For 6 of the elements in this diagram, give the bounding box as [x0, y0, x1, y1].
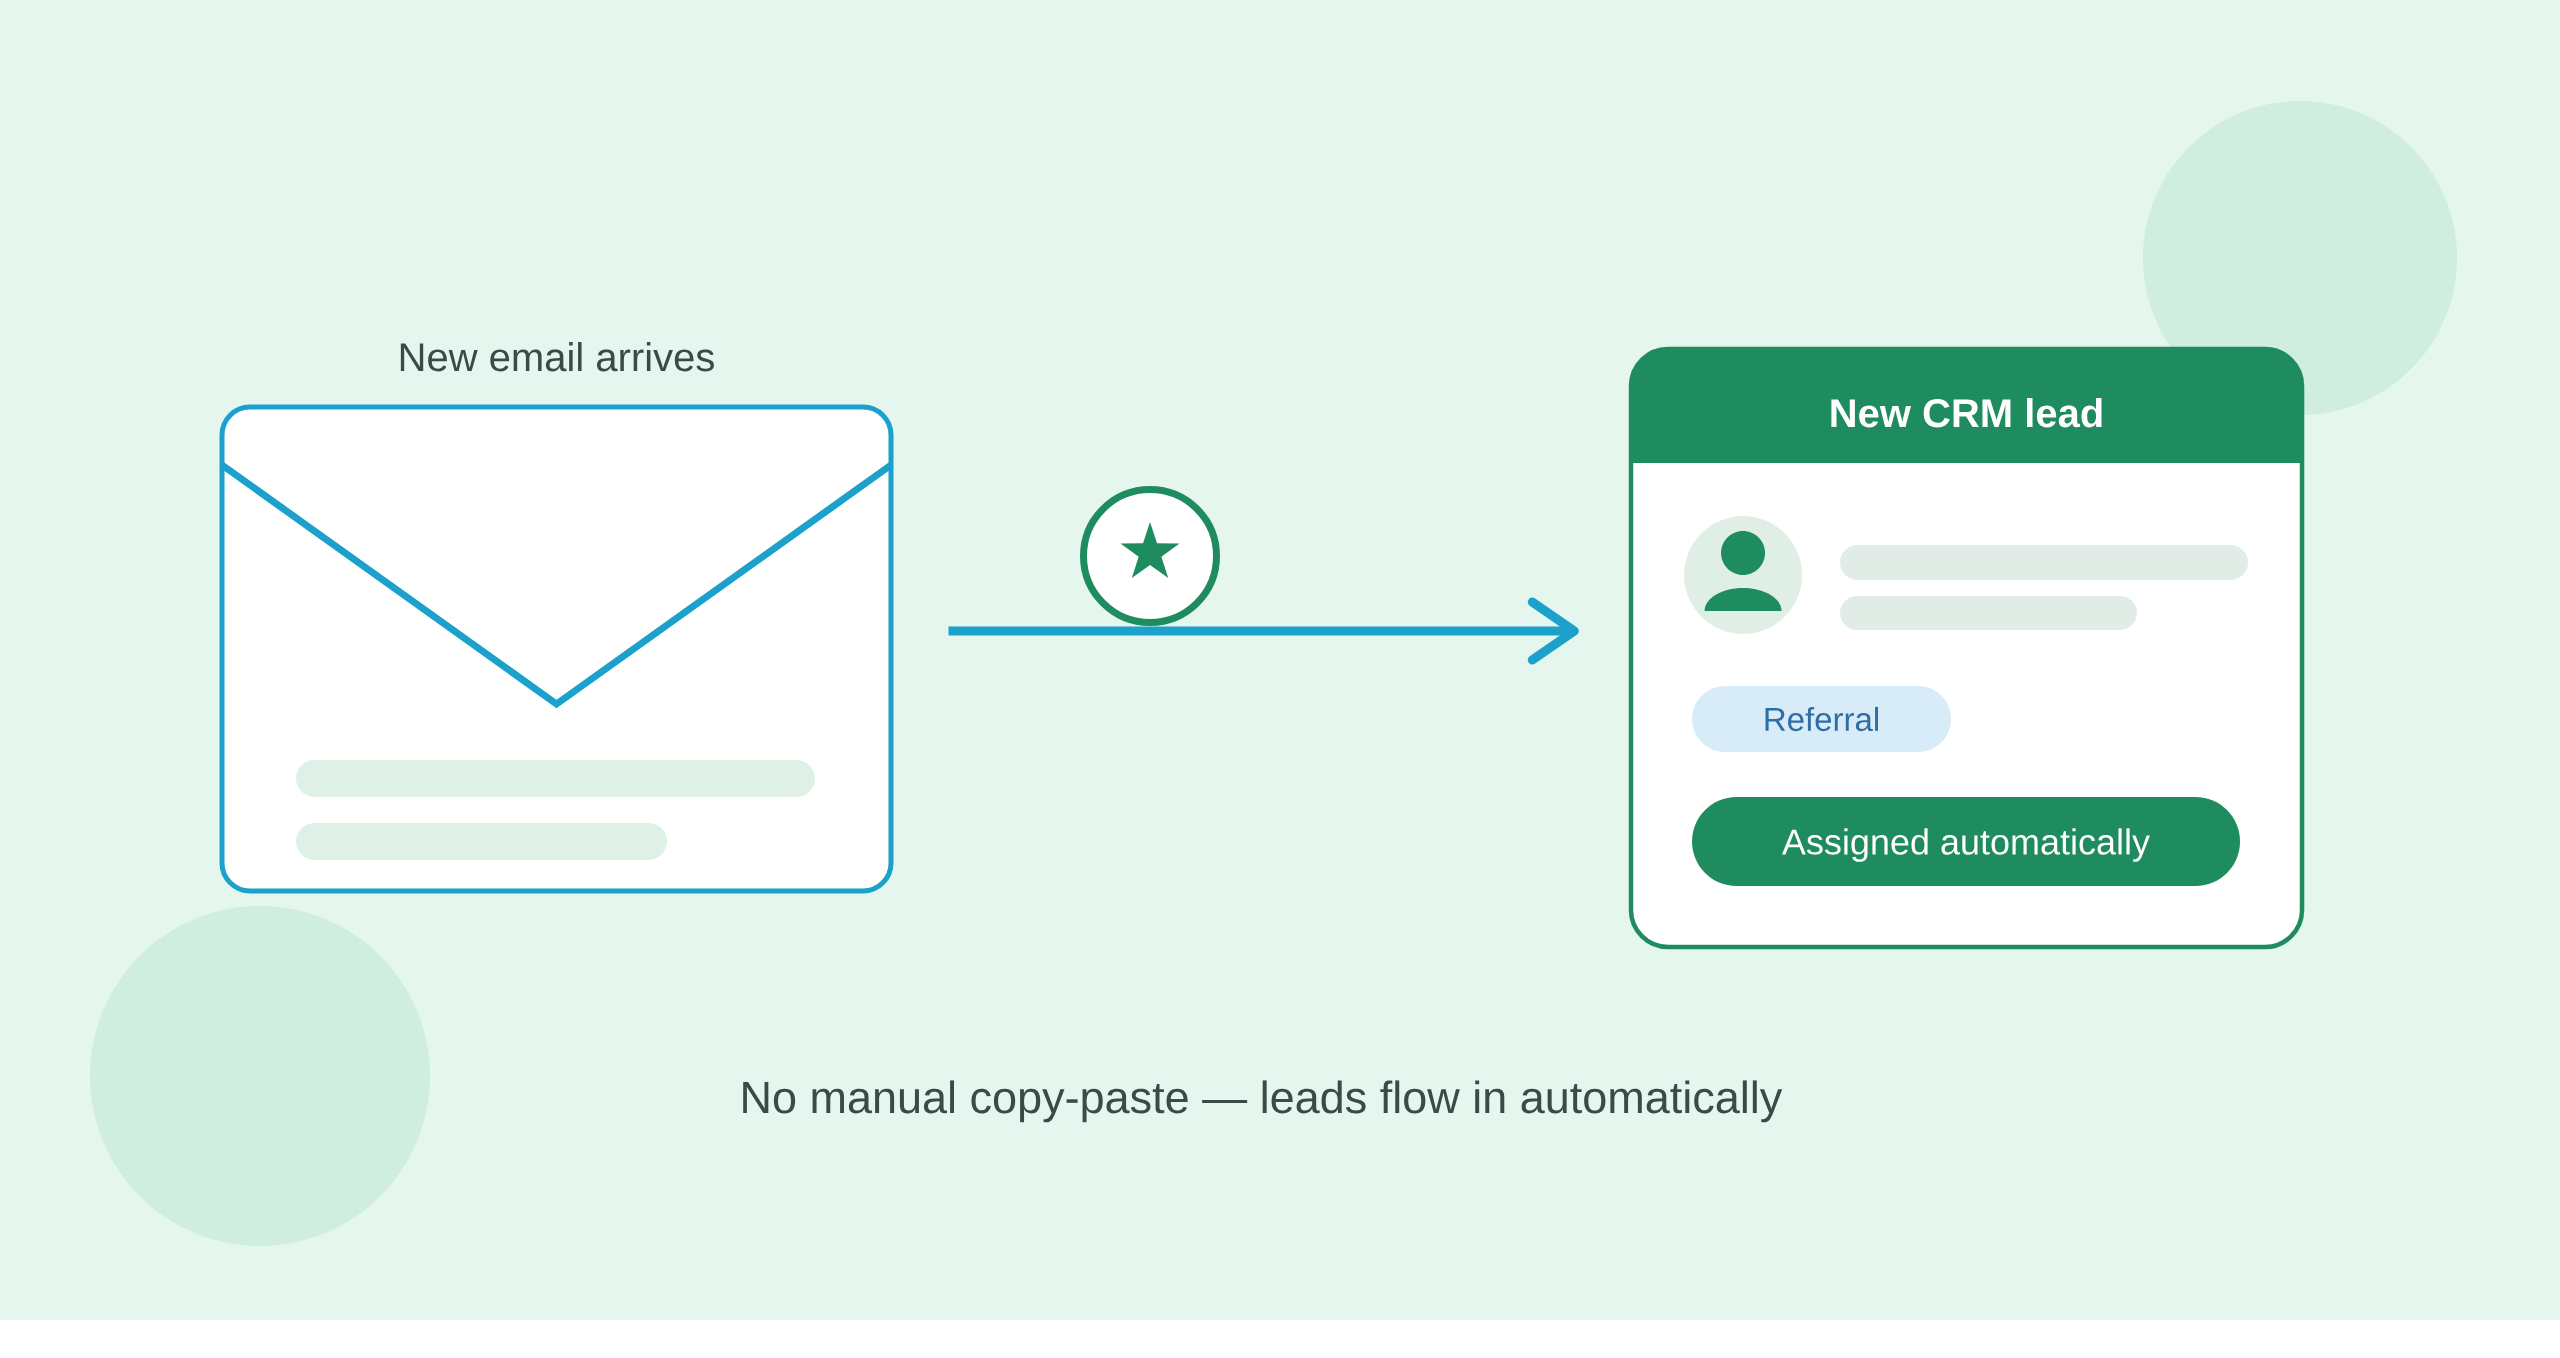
- caption: No manual copy-paste — leads flow in automatically: [743, 1080, 1783, 1123]
- tag-pill: Referral: [1692, 686, 1951, 752]
- status-pill: Assigned automatically: [1692, 797, 2240, 886]
- card-header: New CRM lead: [1631, 349, 2303, 463]
- heading: New email arrives: [400, 342, 714, 372]
- arrow: [948, 597, 1579, 665]
